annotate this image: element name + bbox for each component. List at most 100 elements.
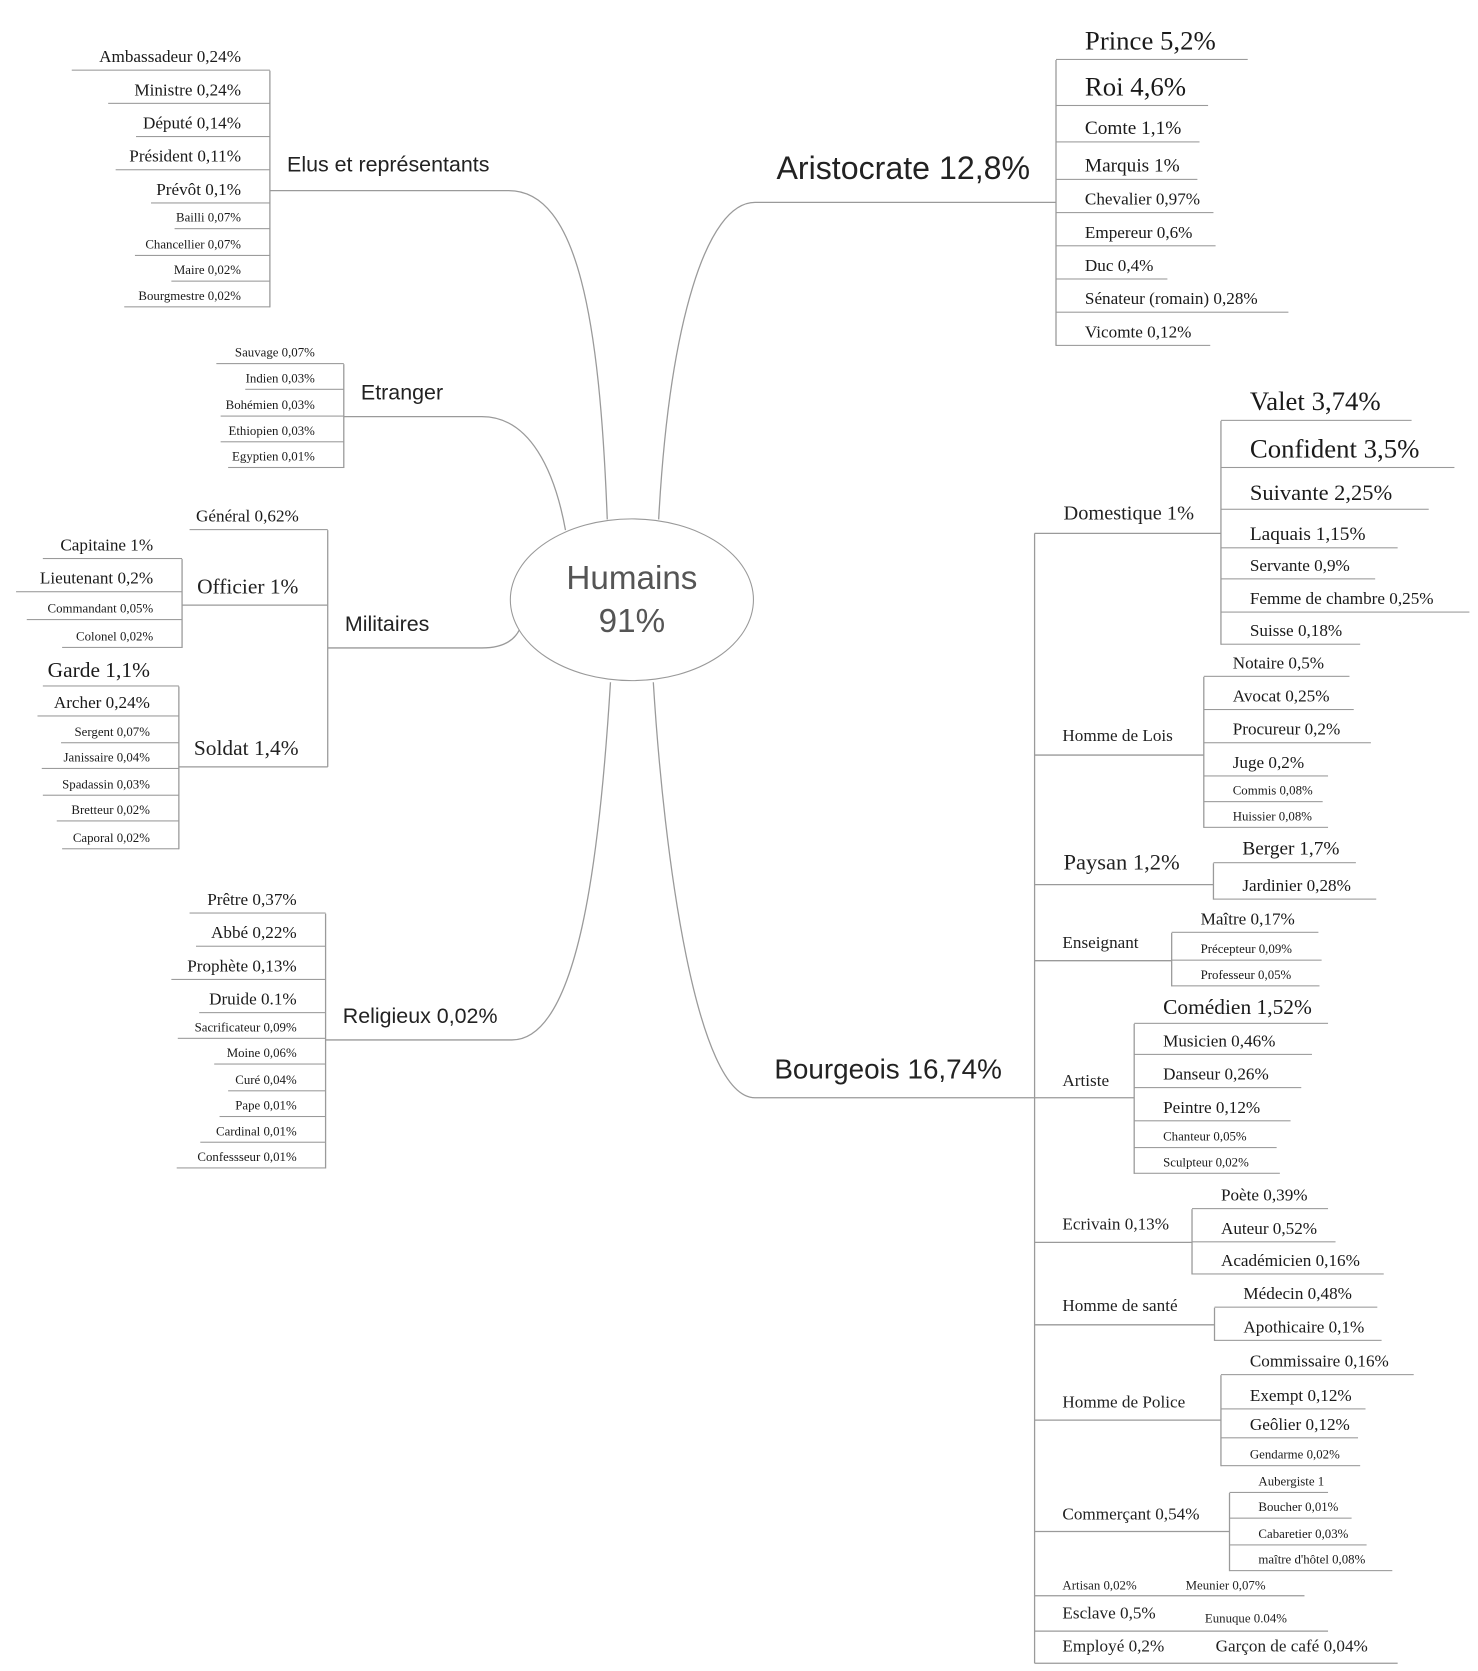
religieux-item[interactable]: Moine 0,06%: [214, 1039, 326, 1065]
esclave-item[interactable]: Eunuque 0.04%: [1204, 1610, 1287, 1626]
police-item[interactable]: Commissaire 0,16%: [1220, 1345, 1414, 1376]
ecrivain-item[interactable]: Poète 0,39%: [1192, 1179, 1329, 1210]
domestique-item[interactable]: Femme de chambre 0,25%: [1220, 583, 1470, 613]
commercant-item[interactable]: Boucher 0,01%: [1229, 1493, 1352, 1519]
soldat-item[interactable]: Spadassin 0,03%: [42, 770, 179, 796]
group-commercant[interactable]: Commerçant 0,54%: [1062, 1505, 1200, 1525]
group-officier[interactable]: Officier 1%: [197, 574, 299, 599]
etranger-item[interactable]: Bohémien 0,03%: [220, 391, 344, 417]
elus-item[interactable]: Ambassadeur 0,24%: [71, 41, 270, 71]
group-employe[interactable]: Employé 0,2%: [1062, 1637, 1165, 1656]
aristocrate-item[interactable]: Comte 1,1%: [1056, 110, 1200, 143]
group-esclave[interactable]: Esclave 0,5%: [1062, 1604, 1156, 1623]
aristocrate-item[interactable]: Marquis 1%: [1056, 148, 1198, 180]
aristocrate-item[interactable]: Duc 0,4%: [1056, 250, 1168, 280]
artisan-item[interactable]: Meunier 0,07%: [1185, 1577, 1266, 1593]
elus-item[interactable]: Chancellier 0,07%: [134, 230, 270, 256]
domestique-item[interactable]: Suivante 2,25%: [1220, 474, 1429, 510]
sante-item[interactable]: Médecin 0,48%: [1214, 1278, 1378, 1308]
group-enseignant[interactable]: Enseignant: [1062, 933, 1139, 953]
aristocrate-item[interactable]: Roi 4,6%: [1056, 66, 1209, 107]
etranger-item[interactable]: Ethiopien 0,03%: [220, 417, 344, 443]
elus-item[interactable]: Président 0,11%: [115, 140, 270, 171]
etranger-item[interactable]: Sauvage 0,07%: [216, 338, 344, 365]
aristocrate-item[interactable]: Empereur 0,6%: [1056, 216, 1216, 247]
elus-item[interactable]: Ministre 0,24%: [108, 74, 270, 104]
religieux-item[interactable]: Confessseur 0,01%: [176, 1143, 326, 1169]
soldat-item[interactable]: Garde 1,1%: [42, 652, 179, 687]
officier-item[interactable]: Lieutenant 0,2%: [16, 562, 183, 593]
religieux-item[interactable]: Abbé 0,22%: [195, 917, 326, 947]
police-item[interactable]: Exempt 0,12%: [1220, 1379, 1366, 1410]
group-sante[interactable]: Homme de santé: [1062, 1297, 1178, 1316]
artiste-item[interactable]: Musicien 0,46%: [1134, 1025, 1312, 1055]
officier-item[interactable]: Capitaine 1%: [42, 529, 183, 560]
officier-item[interactable]: Colonel 0,02%: [62, 622, 183, 648]
militaires-item[interactable]: Général 0,62%: [189, 500, 328, 531]
sante-item[interactable]: Apothicaire 0,1%: [1214, 1311, 1382, 1341]
branch-bourgeois[interactable]: Bourgeois 16,74%: [774, 1052, 1002, 1085]
artiste-item[interactable]: Sculpteur 0,02%: [1134, 1148, 1280, 1174]
religieux-item[interactable]: Cardinal 0,01%: [200, 1117, 326, 1143]
etranger-item[interactable]: Indien 0,03%: [245, 364, 344, 390]
enseignant-item[interactable]: Précepteur 0,09%: [1171, 935, 1322, 961]
group-lois[interactable]: Homme de Lois: [1062, 727, 1173, 746]
group-artiste[interactable]: Artiste: [1062, 1072, 1110, 1091]
group-soldat[interactable]: Soldat 1,4%: [193, 736, 299, 760]
employe-item[interactable]: Garçon de café 0,04%: [1215, 1637, 1368, 1656]
soldat-item[interactable]: Bretteur 0,02%: [56, 796, 179, 822]
aristocrate-item[interactable]: Vicomte 0,12%: [1056, 316, 1211, 346]
lois-item[interactable]: Notaire 0,5%: [1203, 647, 1350, 677]
domestique-item[interactable]: Confident 3,5%: [1220, 428, 1455, 469]
domestique-item[interactable]: Suisse 0,18%: [1220, 615, 1361, 645]
lois-item[interactable]: Avocat 0,25%: [1203, 680, 1354, 711]
group-police[interactable]: Homme de Police: [1062, 1393, 1186, 1412]
ecrivain-item[interactable]: Auteur 0,52%: [1192, 1212, 1336, 1243]
religieux-item[interactable]: Druide 0.1%: [199, 983, 326, 1014]
religieux-item[interactable]: Sacrificateur 0,09%: [177, 1013, 326, 1039]
commercant-item[interactable]: Aubergiste 1: [1229, 1467, 1329, 1493]
branch-militaires[interactable]: Militaires: [344, 612, 430, 636]
group-domestique[interactable]: Domestique 1%: [1063, 502, 1195, 526]
police-item[interactable]: Geôlier 0,12%: [1220, 1408, 1359, 1439]
group-ecrivain[interactable]: Ecrivain 0,13%: [1062, 1215, 1170, 1234]
religieux-item[interactable]: Curé 0,04%: [228, 1066, 326, 1092]
central-node[interactable]: Humains 91%: [509, 518, 754, 682]
enseignant-item[interactable]: Professeur 0,05%: [1171, 961, 1320, 987]
enseignant-item[interactable]: Maître 0,17%: [1171, 903, 1319, 933]
lois-item[interactable]: Commis 0,08%: [1203, 776, 1323, 803]
domestique-item[interactable]: Laquais 1,15%: [1220, 516, 1398, 549]
elus-item[interactable]: Bourgmestre 0,02%: [124, 282, 270, 308]
branch-elus[interactable]: Elus et représentants: [287, 152, 490, 177]
soldat-item[interactable]: Caporal 0,02%: [62, 824, 179, 850]
branch-etranger[interactable]: Etranger: [360, 380, 444, 405]
group-artisan[interactable]: Artisan 0,02%: [1062, 1577, 1137, 1593]
officier-item[interactable]: Commandant 0,05%: [26, 594, 183, 621]
artiste-item[interactable]: Peintre 0,12%: [1134, 1091, 1291, 1122]
religieux-item[interactable]: Prêtre 0,37%: [189, 884, 326, 914]
elus-item[interactable]: Bailli 0,07%: [174, 203, 270, 230]
religieux-item[interactable]: Pape 0,01%: [219, 1091, 326, 1118]
etranger-item[interactable]: Egyptien 0,01%: [228, 442, 344, 469]
lois-item[interactable]: Procureur 0,2%: [1203, 713, 1371, 744]
domestique-item[interactable]: Valet 3,74%: [1220, 381, 1412, 421]
soldat-item[interactable]: Archer 0,24%: [37, 687, 179, 717]
police-item[interactable]: Gendarme 0,02%: [1220, 1440, 1361, 1467]
elus-item[interactable]: Prévôt 0,1%: [151, 174, 270, 204]
religieux-item[interactable]: Prophète 0,13%: [171, 950, 326, 980]
elus-item[interactable]: Député 0,14%: [136, 107, 270, 138]
domestique-item[interactable]: Servante 0,9%: [1220, 549, 1376, 580]
group-paysan[interactable]: Paysan 1,2%: [1063, 849, 1180, 875]
soldat-item[interactable]: Sergent 0,07%: [61, 718, 179, 744]
paysan-item[interactable]: Jardinier 0,28%: [1213, 870, 1377, 900]
lois-item[interactable]: Huissier 0,08%: [1203, 802, 1329, 828]
aristocrate-item[interactable]: Chevalier 0,97%: [1056, 183, 1214, 214]
lois-item[interactable]: Juge 0,2%: [1203, 746, 1329, 777]
commercant-item[interactable]: Cabaretier 0,03%: [1229, 1520, 1367, 1546]
artiste-item[interactable]: Chanteur 0,05%: [1134, 1122, 1277, 1149]
commercant-item[interactable]: maître d'hôtel 0,08%: [1229, 1545, 1393, 1572]
artiste-item[interactable]: Comédien 1,52%: [1134, 990, 1329, 1024]
soldat-item[interactable]: Janissaire 0,04%: [41, 743, 179, 769]
aristocrate-item[interactable]: Prince 5,2%: [1056, 20, 1248, 60]
paysan-item[interactable]: Berger 1,7%: [1213, 831, 1356, 864]
